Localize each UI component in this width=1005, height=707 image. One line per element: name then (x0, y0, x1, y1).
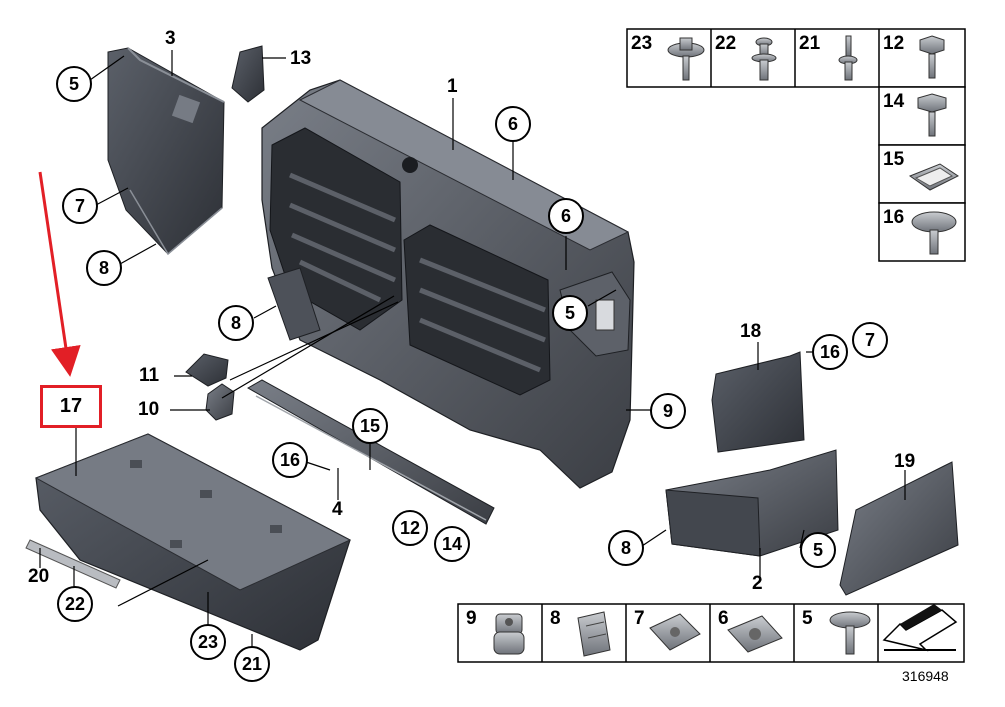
callout-2: 2 (752, 573, 763, 594)
part-10-bracket (205, 383, 235, 421)
part-4-bar (246, 379, 495, 525)
circled-callout-6: 6 (495, 106, 531, 142)
circled-callout-16-b: 16 (272, 442, 308, 478)
circled-callout-6-b: 6 (548, 198, 584, 234)
pin-22-icon (751, 37, 777, 81)
part-13-bracket (231, 45, 265, 103)
circled-callout-23: 23 (190, 624, 226, 660)
table-cell-12: 12 (883, 33, 905, 54)
circled-callout-5: 5 (56, 66, 92, 102)
callout-11: 11 (139, 365, 160, 386)
part-18-duct (711, 351, 805, 453)
circled-callout-15: 15 (352, 408, 388, 444)
clip-15-icon (908, 163, 959, 191)
highlight-arrow (38, 171, 81, 377)
part-8-lower (267, 267, 321, 341)
circled-callout-22: 22 (57, 586, 93, 622)
circled-callout-7-b: 7 (852, 322, 888, 358)
callout-4: 4 (332, 499, 343, 520)
clip-8-icon (577, 611, 611, 657)
circled-callout-8: 8 (86, 250, 122, 286)
circled-callout-9: 9 (650, 393, 686, 429)
part-1-frame (261, 79, 635, 489)
callout-1: 1 (447, 76, 458, 97)
screw-5-icon (829, 611, 871, 655)
table-cell-22: 22 (715, 33, 737, 54)
callout-10: 10 (138, 399, 160, 420)
circled-callout-5-c: 5 (800, 532, 836, 568)
bottom-hardware-table (457, 603, 965, 663)
clip-7-icon (649, 613, 701, 651)
part-3-duct (107, 47, 225, 256)
table-cell-14: 14 (883, 91, 905, 112)
top-hardware-table (626, 28, 966, 262)
circled-callout-7: 7 (62, 188, 98, 224)
screw-12-icon (919, 35, 945, 79)
circled-callout-12: 12 (392, 510, 428, 546)
circled-callout-14: 14 (434, 526, 470, 562)
table-cell-21: 21 (799, 33, 821, 54)
clip-6-icon (727, 615, 783, 653)
callout-20: 20 (28, 566, 50, 587)
highlighted-callout-17: 17 (40, 385, 102, 428)
circled-callout-21: 21 (234, 646, 270, 682)
table-cell-6: 6 (718, 608, 729, 629)
circled-callout-5-b: 5 (552, 295, 588, 331)
table-cell-15: 15 (883, 149, 905, 170)
direction-arrow-icon (882, 604, 958, 652)
part-17-tray (34, 433, 352, 651)
reference-number: 316948 (902, 668, 949, 684)
screw-23-icon (667, 37, 705, 81)
table-cell-23: 23 (631, 33, 653, 54)
part-19-panel (839, 461, 959, 596)
leader-lines (39, 50, 906, 650)
nut-9-icon (493, 613, 525, 655)
table-cell-16: 16 (883, 207, 905, 228)
callout-19: 19 (894, 451, 916, 472)
table-cell-7: 7 (634, 608, 645, 629)
circled-callout-8-c: 8 (608, 530, 644, 566)
circled-callout-8-b: 8 (218, 305, 254, 341)
pin-21-icon (838, 35, 858, 81)
table-cell-8: 8 (550, 608, 561, 629)
callout-13: 13 (290, 48, 312, 69)
table-cell-5: 5 (802, 608, 813, 629)
part-2-duct (665, 449, 839, 557)
callout-18: 18 (740, 321, 762, 342)
screw-14-icon (917, 93, 947, 137)
table-cell-9: 9 (466, 608, 477, 629)
screw-16-icon (911, 211, 957, 255)
part-20-strip (25, 539, 121, 589)
circled-callout-16: 16 (812, 334, 848, 370)
callout-3: 3 (165, 28, 176, 49)
part-11-bracket (185, 353, 229, 387)
